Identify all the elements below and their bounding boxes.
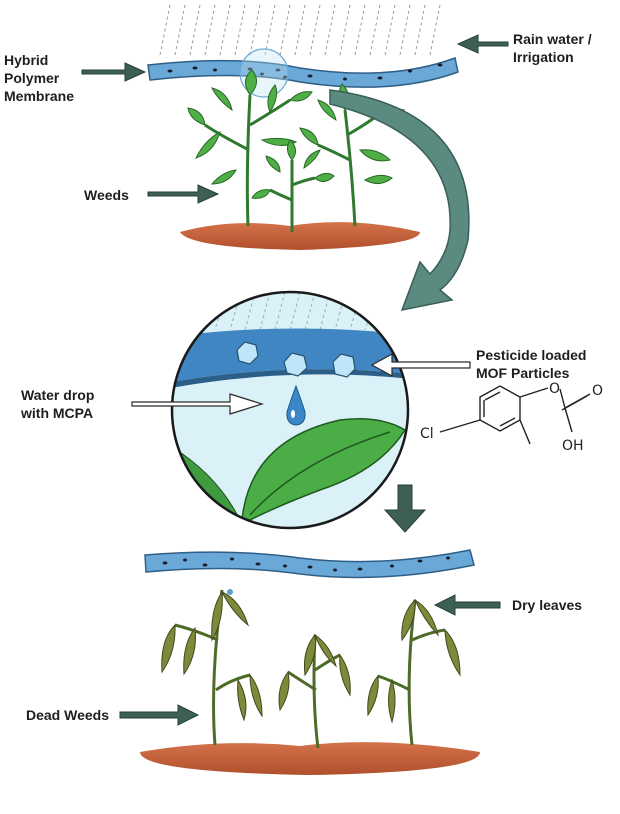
weeds-label: Weeds [84, 187, 129, 203]
dead-weeds [161, 589, 461, 749]
mcpa-carbonyl-o-label: O [592, 383, 603, 399]
membrane-label: Hybrid Polymer Membrane [4, 51, 74, 105]
water-drop-label-line1: Water drop [21, 387, 95, 403]
mof-label-line2: MOF Particles [476, 365, 570, 381]
rain-label-line2: Irrigation [513, 49, 574, 65]
dry-leaves-label: Dry leaves [512, 597, 583, 613]
arrow-to-membrane [81, 62, 147, 82]
arrow-to-dead-weeds [119, 704, 200, 726]
mcpa-structure [439, 385, 591, 445]
arrow-from-rain [456, 34, 509, 54]
mcpa-cl-label: Cl [420, 426, 434, 442]
water-drop-label-line2: with MCPA [21, 405, 94, 421]
membrane-top [147, 56, 459, 88]
arrow-down [383, 484, 427, 533]
arrow-to-mof [370, 352, 471, 378]
mcpa-o-label: O [549, 381, 560, 397]
curved-flow-arrow [329, 89, 470, 312]
drop-highlight [291, 410, 295, 418]
arrow-to-drop [131, 393, 265, 415]
arrow-to-dry-leaves [433, 594, 501, 616]
water-drop-label: Water drop with MCPA [21, 386, 94, 422]
soil-bottom [140, 742, 480, 775]
membrane-label-line1: Hybrid [4, 52, 49, 68]
healthy-weeds [187, 69, 405, 232]
dead-weeds-label: Dead Weeds [26, 707, 109, 723]
mof-label: Pesticide loaded MOF Particles [476, 346, 586, 382]
membrane-label-line2: Polymer [4, 70, 60, 86]
mof-label-line1: Pesticide loaded [476, 347, 587, 363]
rain-label-line1: Rain water / [513, 31, 592, 47]
membrane-label-line3: Membrane [4, 88, 75, 104]
mof-particles [236, 341, 356, 378]
arrow-to-weeds [147, 184, 220, 204]
rain-lines-top [159, 4, 441, 56]
mcpa-oh-label: OH [562, 438, 584, 454]
soil-top [180, 222, 420, 250]
rain-label: Rain water / Irrigation [513, 30, 592, 66]
membrane-bottom [144, 549, 475, 579]
